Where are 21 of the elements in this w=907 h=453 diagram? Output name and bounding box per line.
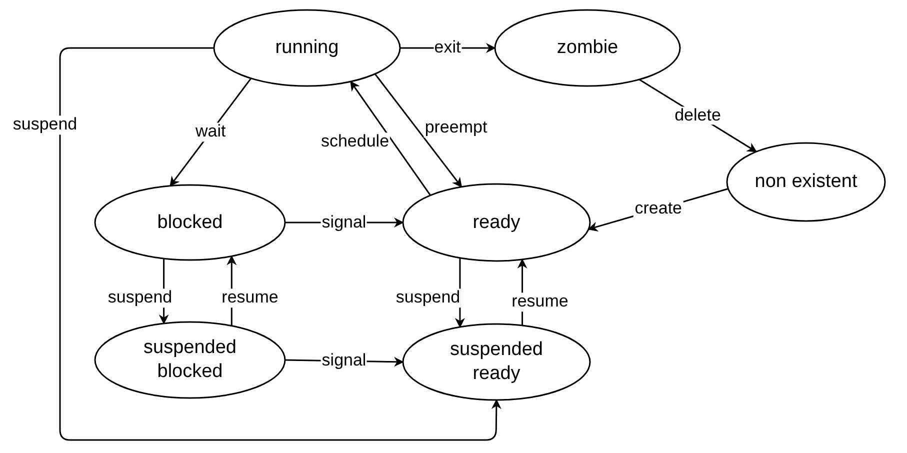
edge-label: preempt (424, 118, 488, 138)
edge-label: resume (510, 292, 570, 312)
edge-label: suspend (394, 288, 462, 308)
state-name: suspended ready (449, 338, 544, 386)
state-name: running (275, 36, 339, 60)
state-name: non existent (754, 170, 858, 194)
arrow (350, 80, 431, 196)
edge-label: signal (320, 213, 368, 232)
edge-label: signal (320, 352, 368, 370)
edge-label: resume (220, 288, 280, 308)
arrow (59, 47, 502, 441)
edge-label: suspend (106, 288, 174, 308)
state-name: blocked (157, 210, 223, 234)
edge-label: create (634, 200, 683, 218)
state-name: suspended blocked (142, 336, 238, 384)
edge-label: suspend (12, 116, 78, 134)
edge-label: wait (194, 122, 227, 142)
state-name: ready (472, 210, 520, 234)
arrow (374, 73, 462, 188)
edge-label: delete (674, 106, 722, 125)
state-name: zombie (556, 36, 618, 60)
